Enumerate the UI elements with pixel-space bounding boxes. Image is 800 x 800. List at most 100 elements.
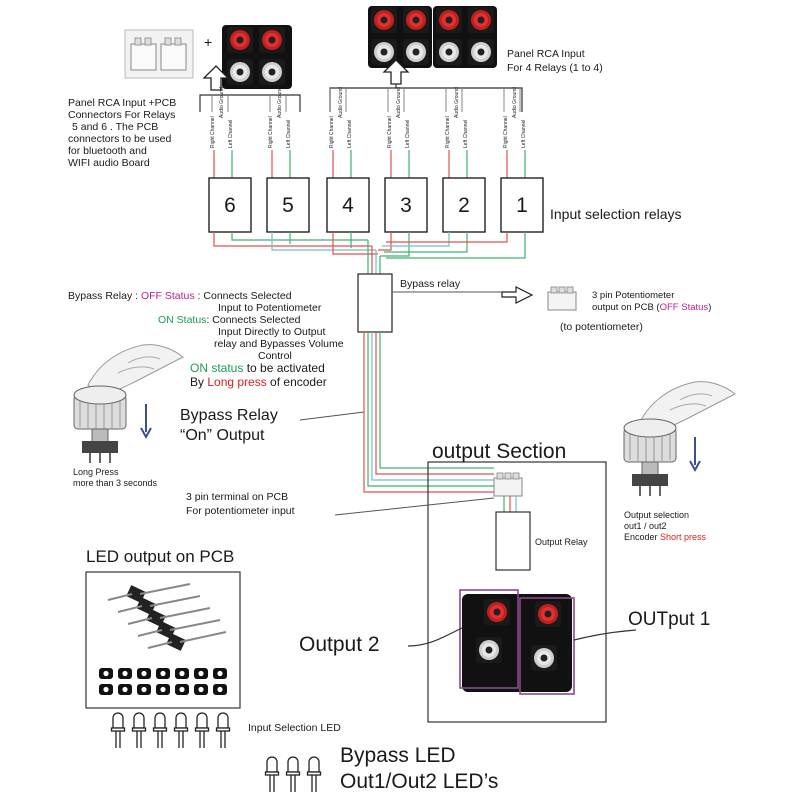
relay-number: 6: [224, 194, 236, 217]
bypass-led-label: Bypass LED: [340, 744, 456, 767]
output-section-title: output Section: [432, 440, 566, 463]
output2-pointer: [407, 627, 463, 647]
relay-number: 4: [342, 194, 354, 217]
relay-number: 1: [516, 194, 528, 217]
wire-label-left: Left Channel: [463, 120, 469, 148]
wire-label-ground: Audio Ground: [219, 87, 225, 118]
led-icon: [264, 756, 280, 793]
pot-output-terminal: [547, 286, 577, 311]
encoder-knob-long-press: [73, 344, 184, 464]
wire-label-ground: Audio Ground: [454, 87, 460, 118]
wire-label-ground: Audio Ground: [512, 87, 518, 118]
led-icon: [285, 756, 301, 793]
output1-highlight: [519, 597, 575, 695]
bypass-on-output-1: Bypass Relay: [180, 407, 278, 424]
led-output-title: LED output on PCB: [86, 547, 234, 566]
rca14-note-2: For 4 Relays (1 to 4): [507, 62, 603, 74]
led-icon: [110, 712, 126, 749]
output-relay-label: Output Relay: [535, 537, 588, 547]
bypass-on-note-1: ON Status: Connects Selected: [158, 314, 301, 326]
terminal-to-relay-wires: [503, 496, 517, 512]
out-select-note-1: Output selection: [624, 510, 689, 520]
rca56-note-5: for bluetooth and: [68, 145, 147, 157]
rca56-note-3: 5 and 6 . The PCB: [72, 121, 158, 133]
wire-label-right: Right Channel: [387, 116, 393, 148]
pot-output-note-1: 3 pin Potentiometer: [592, 290, 674, 301]
bypass-off-note-2: Input to Potentiometer: [218, 302, 322, 314]
rca56-note-2: Connectors For Relays: [68, 109, 175, 121]
pcb-connector-image: [124, 29, 194, 79]
relay-number: 5: [282, 194, 294, 217]
rca56-note-6: WIFI audio Board: [68, 157, 150, 169]
out-select-note-2: out1 / out2: [624, 521, 667, 531]
relay-box-4: [326, 177, 370, 233]
wire-label-right: Right Channel: [210, 116, 216, 148]
led-icon: [194, 712, 210, 749]
led-icon: [215, 712, 231, 749]
input-led-label: Input Selection LED: [248, 722, 341, 734]
up-arrow-icon: [202, 65, 230, 91]
up-arrow-icon: [382, 59, 410, 85]
on-status-note: ON status to be activated: [190, 361, 325, 375]
out-select-note-3: Encoder Short press: [624, 532, 707, 542]
pot-input-terminal: [493, 472, 523, 497]
to-potentiometer-label: (to potentiometer): [560, 321, 643, 333]
relay-number: 2: [458, 194, 470, 217]
relay-box-6: [208, 177, 252, 233]
wire-label-ground: Audio Ground: [338, 87, 344, 118]
relay-input-wires: [213, 150, 526, 178]
wire-label-left: Left Channel: [347, 120, 353, 148]
bracket-relays-1-4: [329, 87, 523, 112]
encoder-knob-short-press: [623, 381, 736, 497]
pot-output-note-2: output on PCB (OFF Status): [592, 302, 711, 313]
long-press-label-1: Long Press: [73, 467, 119, 477]
bypass-relay-box: [357, 273, 393, 333]
relay-box-3: [384, 177, 428, 233]
output2-highlight: [459, 589, 519, 689]
rca14-note-1: Panel RCA Input: [507, 48, 585, 60]
wire-label-right: Right Channel: [445, 116, 451, 148]
bypass-output-wires: [363, 332, 494, 493]
bypass-off-note-1: Bypass Relay : OFF Status : Connects Sel…: [68, 290, 292, 302]
led-icon: [306, 756, 322, 793]
relay-number: 3: [400, 194, 412, 217]
plus-sign: +: [204, 34, 212, 50]
led-icon: [173, 712, 189, 749]
wire-label-left: Left Channel: [521, 120, 527, 148]
bypass-on-output-2: “On” Output: [180, 427, 265, 444]
rca56-note-4: connectors to be used: [68, 133, 171, 145]
output-rca-jacks: [459, 589, 575, 695]
wire-label-left: Left Channel: [228, 120, 234, 148]
long-press-note: By Long press of encoder: [190, 375, 327, 389]
relay-box-2: [442, 177, 486, 233]
wire-label-ground: Audio Ground: [396, 87, 402, 118]
output-relay-box: [495, 511, 531, 571]
relay-bus-wires: [213, 232, 526, 274]
output1-pointer: [573, 629, 637, 641]
rca-panel-1-4: [368, 6, 497, 68]
pin-header-image: [107, 583, 227, 651]
out-leds-label: Out1/Out2 LED’s: [340, 770, 498, 793]
wire-label-ground: Audio Ground: [277, 87, 283, 118]
wire-label-right: Right Channel: [329, 116, 335, 148]
input-selection-leds: [110, 712, 231, 749]
led-icon: [131, 712, 147, 749]
wire-label-left: Left Channel: [405, 120, 411, 148]
rca56-note-1: Panel RCA Input +PCB: [68, 97, 176, 109]
bypass-relay-label: Bypass relay: [400, 278, 461, 290]
output2-label: Output 2: [299, 633, 380, 656]
output1-label: OUTput 1: [628, 609, 710, 630]
input-relays: 6 5 4 3 2 1: [208, 177, 544, 233]
relay-box-5: [266, 177, 310, 233]
bypass-output-leds: [264, 756, 322, 793]
led-icon: [152, 712, 168, 749]
input-relays-label: Input selection relays: [550, 206, 682, 222]
bypass-on-note-3: relay and Bypasses Volume: [214, 338, 344, 350]
relay-box-1: [500, 177, 544, 233]
pcb-terminal-note-2: For potentiometer input: [186, 505, 295, 517]
right-arrow-icon: [501, 286, 534, 304]
wire-label-right: Right Channel: [503, 116, 509, 148]
